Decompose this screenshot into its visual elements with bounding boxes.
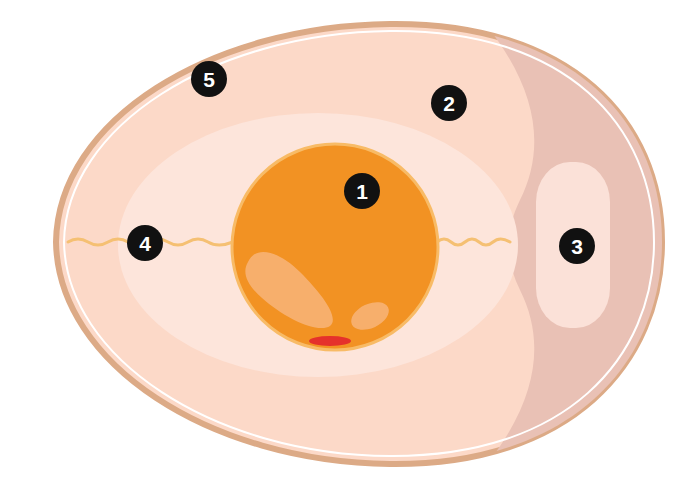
shell-membrane — [64, 31, 654, 456]
callout-text: 3 — [571, 236, 583, 257]
callout-text: 1 — [356, 181, 368, 202]
callout-number: 4 — [127, 225, 163, 261]
chalaza-right — [437, 239, 510, 245]
air-cell — [536, 162, 610, 328]
yolk — [232, 144, 438, 350]
callout-number: 2 — [431, 85, 467, 121]
callout-number: 1 — [344, 173, 380, 209]
yolk-highlight — [245, 252, 332, 328]
callout-number: 3 — [559, 228, 595, 264]
yolk-highlight-small — [347, 297, 393, 336]
callout-text: 2 — [443, 93, 455, 114]
callout-text: 5 — [203, 69, 215, 90]
callout-number: 5 — [191, 61, 227, 97]
callout-text: 4 — [139, 233, 151, 254]
germinal-disc — [309, 336, 351, 346]
